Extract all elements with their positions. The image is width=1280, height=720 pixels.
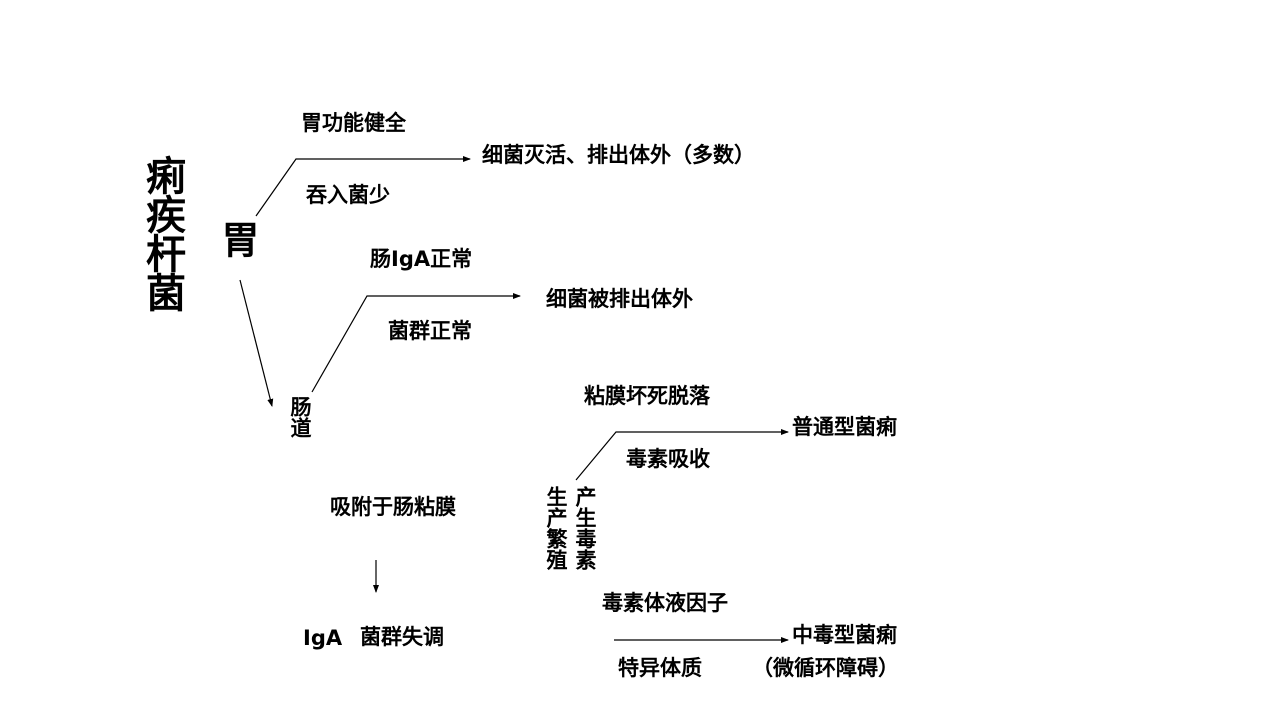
outcome-excreted: 细菌被排出体外 bbox=[546, 287, 693, 311]
node-toxin-production: 产生毒素 bbox=[573, 486, 597, 570]
label-mucosa-necrosis: 粘膜坏死脱落 bbox=[584, 384, 710, 408]
label-stomach-function: 胃功能健全 bbox=[301, 111, 406, 135]
diagram-title: 痢疾杆菌 bbox=[139, 155, 185, 311]
node-adhesion: 吸附于肠粘膜 bbox=[330, 495, 456, 519]
label-intestinal-iga: 肠IgA正常 bbox=[370, 247, 473, 271]
outcome-inactivated: 细菌灭活、排出体外（多数） bbox=[482, 143, 755, 167]
arrow-intestine-to-excreted bbox=[311, 293, 521, 393]
label-toxin-humoral: 毒素体液因子 bbox=[602, 591, 728, 615]
node-intestine: 肠道 bbox=[288, 396, 312, 438]
outcome-toxic-type: 中毒型菌痢 bbox=[792, 623, 897, 647]
node-flora-imbalance: 菌群失调 bbox=[360, 625, 444, 649]
arrow-stomach-to-inactivated bbox=[255, 156, 471, 217]
outcome-microcirculation: （微循环障碍） bbox=[752, 656, 899, 680]
arrow-stomach-to-intestine bbox=[239, 279, 274, 407]
node-iga: IgA bbox=[303, 626, 343, 650]
label-flora-normal: 菌群正常 bbox=[388, 319, 472, 343]
label-few-swallowed: 吞入菌少 bbox=[306, 183, 390, 207]
node-production-multiplication: 生产繁殖 bbox=[544, 486, 568, 570]
arrow-toxin-to-common bbox=[575, 429, 789, 481]
label-idiosyncrasy: 特异体质 bbox=[618, 656, 702, 680]
outcome-common-type: 普通型菌痢 bbox=[792, 415, 897, 439]
label-toxin-absorption: 毒素吸收 bbox=[626, 447, 710, 471]
node-stomach: 胃 bbox=[215, 220, 259, 258]
